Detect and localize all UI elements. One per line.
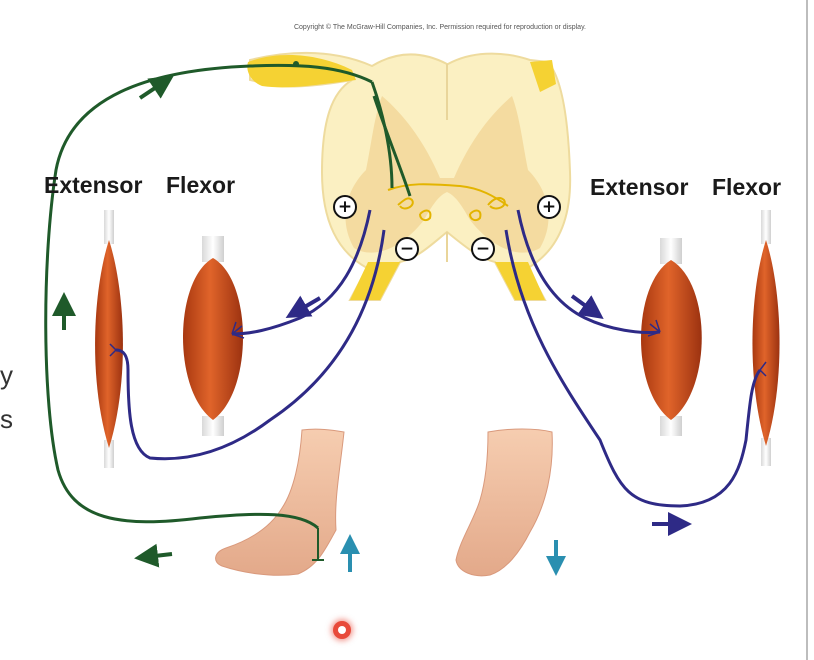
clipped-text-line-1: y xyxy=(0,360,13,390)
slide-edge-divider xyxy=(806,0,808,660)
sensory-arrows xyxy=(52,75,174,568)
excitatory-plus-icon: + xyxy=(537,195,561,219)
direction-arrow-icon xyxy=(285,295,322,319)
ventral-root-left xyxy=(350,262,400,300)
direction-arrow-icon xyxy=(570,294,604,320)
left-foot xyxy=(215,428,345,576)
cursor-indicator-icon xyxy=(333,621,351,639)
right-foot xyxy=(455,428,553,577)
direction-arrow-icon xyxy=(134,543,173,568)
spinal-cord-section xyxy=(247,51,572,301)
left-extensor-muscle xyxy=(95,210,123,468)
right-extensor-muscle xyxy=(640,238,702,436)
right-flexor-muscle xyxy=(752,210,780,466)
inhibitory-minus-icon: − xyxy=(395,237,419,261)
copyright-notice: Copyright © The McGraw-Hill Companies, I… xyxy=(293,24,586,31)
direction-arrow-icon xyxy=(138,75,174,100)
left-flexor-label: Flexor xyxy=(166,172,236,198)
left-extensor-label: Extensor xyxy=(44,172,143,198)
clipped-text-line-2: s xyxy=(0,404,13,434)
sensory-neuron xyxy=(44,63,412,561)
foot-movement-arrows xyxy=(340,534,566,576)
motor-terminals xyxy=(109,319,767,377)
dorsal-root-right xyxy=(530,60,556,92)
ventral-root-right xyxy=(495,262,545,300)
inhibitory-minus-icon: − xyxy=(471,237,495,261)
excitatory-plus-icon: + xyxy=(333,195,357,219)
right-flexor-label: Flexor xyxy=(712,174,782,200)
left-flexor-muscle xyxy=(182,236,244,436)
dorsal-root-ganglion xyxy=(247,55,356,88)
right-extensor-label: Extensor xyxy=(590,174,689,200)
motor-arrows xyxy=(285,294,692,536)
gray-matter xyxy=(345,96,549,253)
